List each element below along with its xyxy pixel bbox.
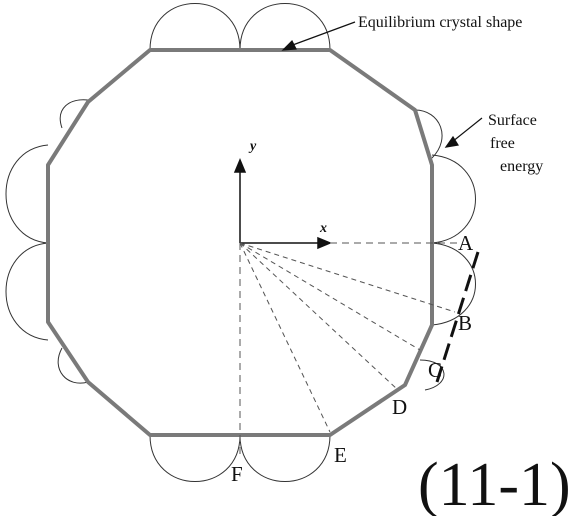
lobe-bottom-right xyxy=(239,434,331,482)
leader-equilibrium xyxy=(289,21,356,47)
ray-to-B xyxy=(239,242,456,313)
lobe-right-upper xyxy=(431,154,476,244)
lobe-corner-tr xyxy=(414,109,443,159)
lobe-bottom-left xyxy=(149,434,241,482)
coordinate-axes xyxy=(233,158,332,250)
ray-to-E xyxy=(239,242,331,433)
lobe-top-right xyxy=(239,3,331,51)
point-label-F: F xyxy=(231,462,243,486)
lobe-left-upper xyxy=(5,144,49,244)
equilibrium-crystal-label: Equilibrium crystal shape xyxy=(358,14,522,31)
point-label-D: D xyxy=(392,395,407,419)
equilibrium-crystal-outline xyxy=(46,48,434,437)
point-label-E: E xyxy=(334,443,347,467)
surface-free-energy-curve xyxy=(5,3,476,482)
surface-label-line1: Surface xyxy=(488,112,537,129)
leader-equilibrium-arrowhead xyxy=(281,39,297,51)
lobe-right-lower xyxy=(431,242,476,326)
ray-to-C xyxy=(239,242,421,351)
x-axis-label: x xyxy=(319,221,327,236)
figure-number: (11-1) xyxy=(418,451,571,516)
leader-surface xyxy=(451,117,483,143)
point-label-A: A xyxy=(458,231,474,255)
surface-label-line3: energy xyxy=(500,158,543,175)
point-label-B: B xyxy=(458,311,472,335)
lobe-top-left xyxy=(149,3,241,51)
y-axis-arrowhead xyxy=(233,158,247,173)
x-axis-arrowhead xyxy=(317,236,332,250)
leader-surface-arrowhead xyxy=(444,135,459,148)
dashed-rays xyxy=(239,242,460,455)
point-label-C: C xyxy=(428,358,442,382)
lobe-left-lower xyxy=(5,242,49,341)
lobe-corner-tl xyxy=(59,99,89,129)
lobe-corner-bl xyxy=(57,347,89,384)
ray-to-D xyxy=(239,242,399,391)
surface-label-line2: free xyxy=(490,135,515,152)
lobe-corner-br xyxy=(419,359,445,391)
y-axis-label: y xyxy=(248,139,257,154)
annotation-leaders xyxy=(281,21,483,148)
